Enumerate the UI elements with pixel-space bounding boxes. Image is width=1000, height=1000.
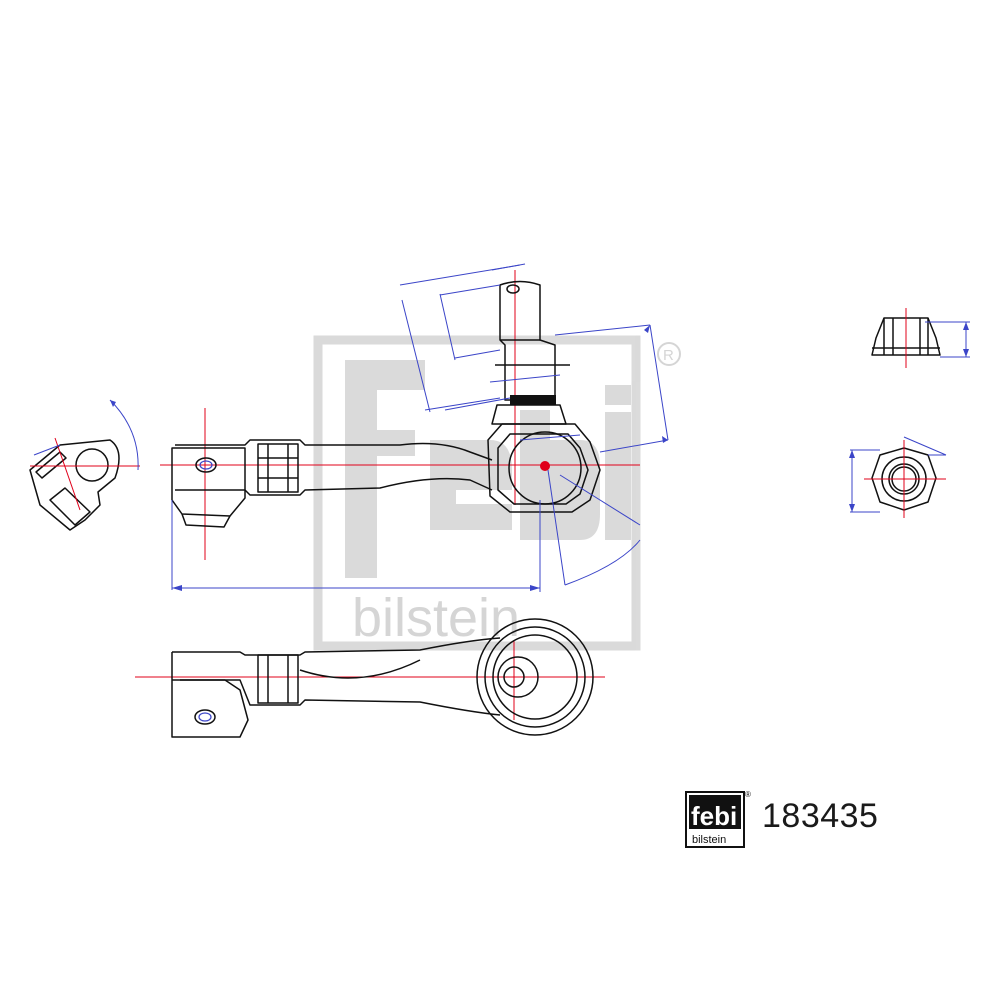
- dimension-lines: [171, 263, 669, 592]
- watermark-logo: bilstein R: [313, 335, 681, 651]
- end-detail-view: [29, 399, 140, 531]
- brand-logo: febi bilstein ®: [685, 790, 751, 848]
- svg-text:R: R: [663, 347, 674, 364]
- nut-front-view: [849, 436, 947, 518]
- brand-main-text: febi: [691, 801, 737, 831]
- top-view: [135, 618, 605, 738]
- side-view: [160, 263, 669, 592]
- registered-mark: ®: [745, 790, 751, 799]
- nut-side-view: [871, 308, 970, 368]
- part-number: 183435: [762, 797, 879, 835]
- brand-sub-text: bilstein: [692, 834, 726, 846]
